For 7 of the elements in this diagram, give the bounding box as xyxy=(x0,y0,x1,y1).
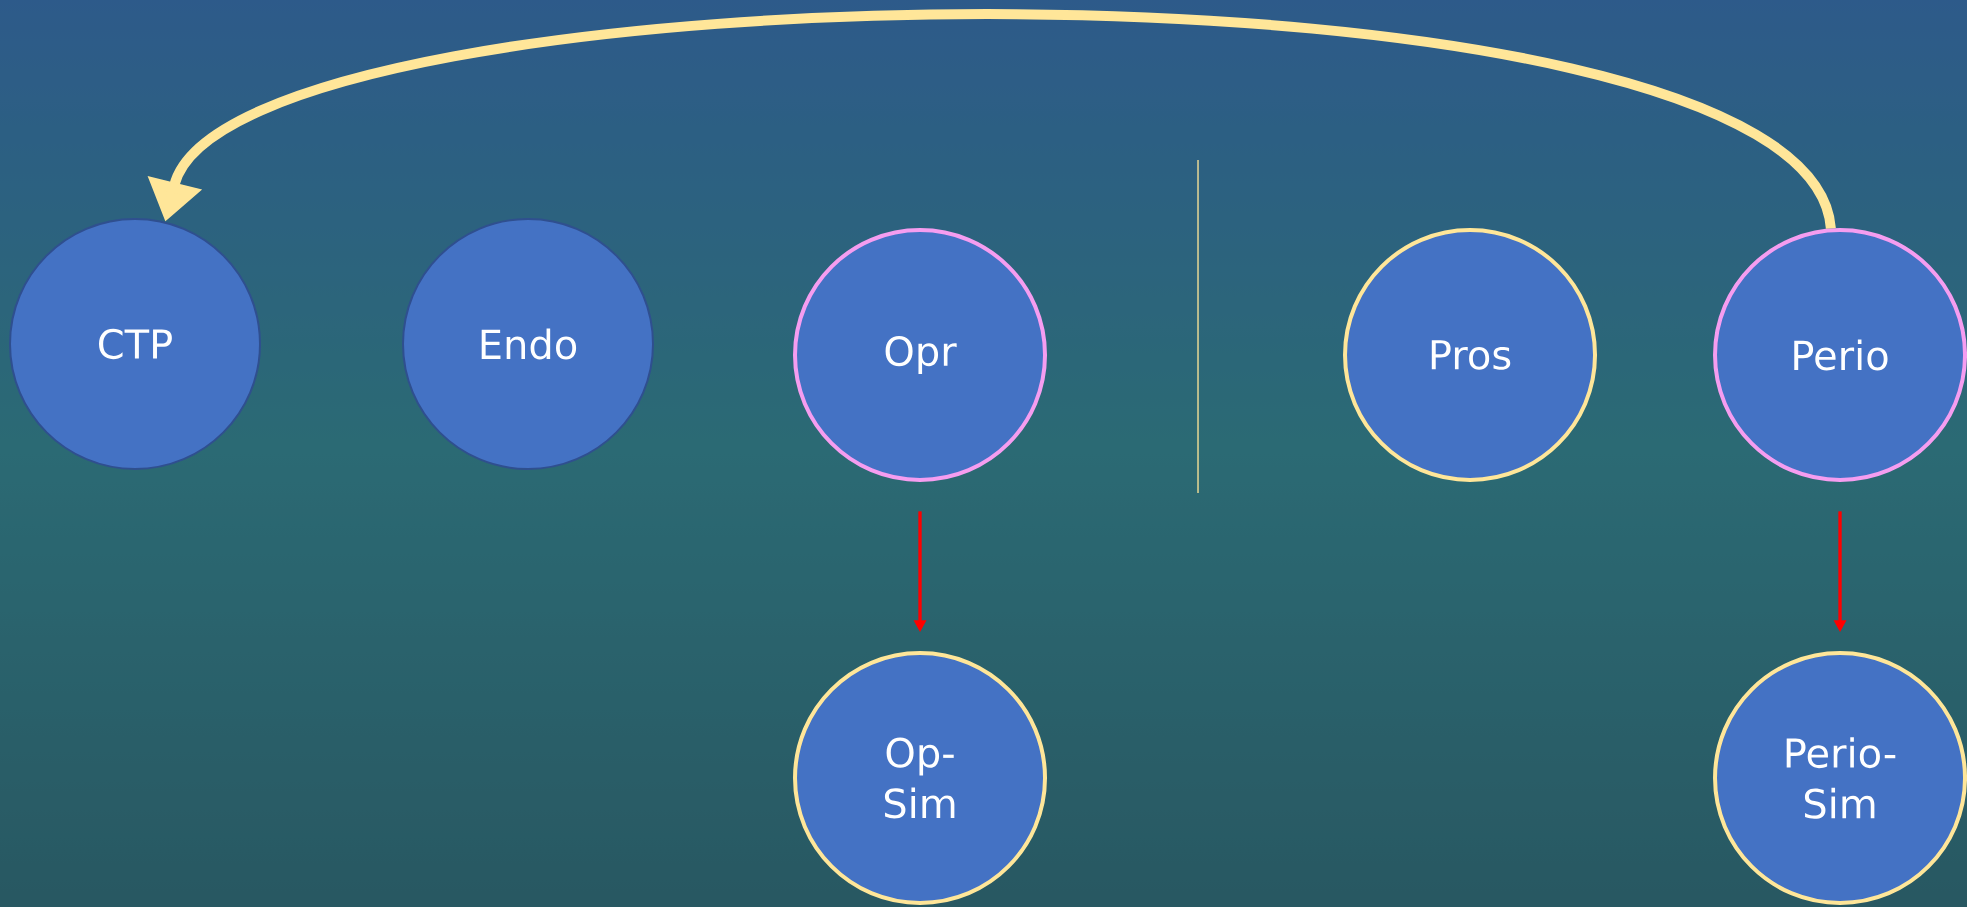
circle-node: CTP xyxy=(9,218,261,470)
circle-node: Op-Sim xyxy=(793,651,1047,905)
circle-node: Opr xyxy=(793,228,1047,482)
circle-node: Pros xyxy=(1343,228,1597,482)
circle-node: Endo xyxy=(402,218,654,470)
circle-node: Perio xyxy=(1713,228,1967,482)
circle-node: Perio-Sim xyxy=(1713,651,1967,905)
